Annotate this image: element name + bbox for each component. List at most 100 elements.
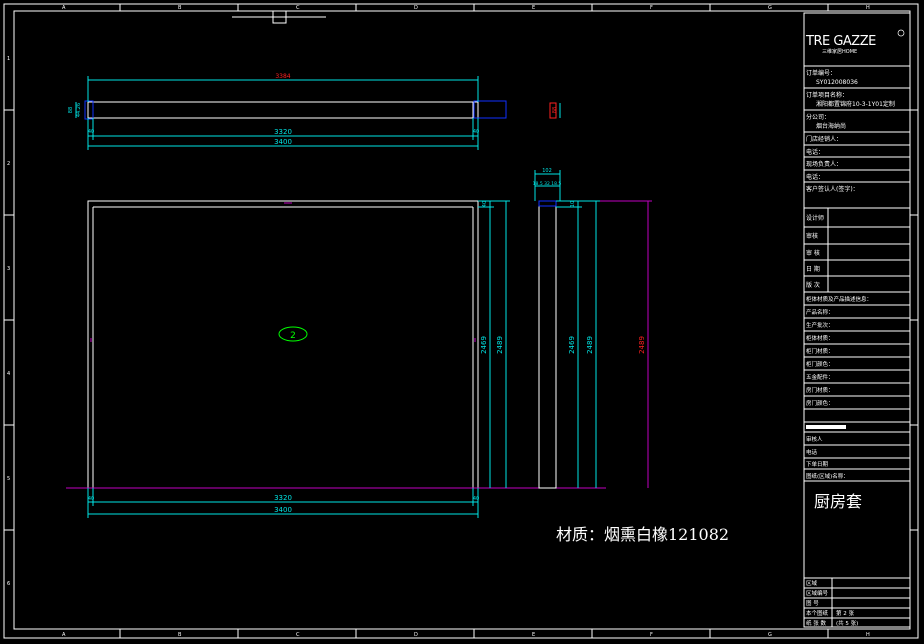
dim-top-left-end: 40 (88, 129, 94, 135)
store-phone-label: 电话： (806, 148, 824, 156)
dim-side-height-2: 2489 (586, 336, 594, 354)
part-balloon (278, 326, 308, 342)
sheet-count-value: (共 5 张) (836, 619, 858, 627)
title-info-text: 订单编号： SY012008036 订单项目名称： 湘阳都置锦府10-3-1Y0… (806, 69, 895, 193)
dim-front-height-2: 2489 (496, 336, 504, 354)
product-rows (804, 317, 910, 423)
border-letter-h-bottom: H (866, 632, 870, 638)
title-info-rows (804, 87, 910, 209)
top-view-end-cap-left (84, 100, 94, 120)
product-name-label: 产品名称： (806, 308, 834, 316)
dim-front-height-1: 2469 (480, 336, 488, 354)
border-letter-c-bottom: C (296, 632, 300, 638)
reviewer2-label: 审 核 (806, 249, 820, 257)
dim-front-top-left: 40 (482, 201, 488, 207)
border-letter-a-bottom: A (62, 632, 66, 638)
sheet-count-label: 纸 张 数 (806, 619, 826, 627)
top-view-panel (87, 101, 479, 119)
border-ticks (4, 4, 918, 638)
dim-side-top-small: 10 (570, 201, 576, 207)
border-letter-a: A (62, 5, 66, 11)
border-letter-d: D (414, 5, 418, 11)
border-letter-e-bottom: E (532, 632, 535, 638)
border-letter-e: E (532, 5, 535, 11)
room-door-material-label: 房门材质： (806, 386, 834, 394)
dim-front-bottom-right: 40 (473, 496, 479, 502)
title-stripe (806, 425, 846, 429)
order-number-label: 订单编号： (806, 69, 836, 77)
dim-top-left-height: 88 (68, 107, 74, 113)
border-numbers: 1 2 3 4 5 6 (7, 56, 10, 587)
dim-side-height-1: 2469 (568, 336, 576, 354)
sheet-index-label: 本个图纸 (806, 609, 829, 617)
border-letter-g-bottom: G (768, 632, 772, 638)
dim-top-inner-width: 3320 (274, 128, 292, 136)
border-number-6: 6 (7, 581, 10, 587)
sheet-index-value: 第 2 张 (836, 609, 854, 617)
front-view: 2 40 2469 2489 40 40 3320 3400 (66, 200, 606, 518)
drawing-name: 厨房套 (814, 492, 862, 511)
bottom-rows (804, 577, 910, 627)
company-logo-subtext: 三维家居HOME (822, 48, 857, 55)
border-number-2: 2 (7, 161, 10, 167)
border-letter-f-bottom: F (650, 632, 653, 638)
side-view: 102 18.5 32 18.5 10 2469 2489 2489 (533, 168, 652, 489)
top-view: 3384 88 44.26 88 40 40 3320 3400 (68, 73, 561, 150)
border-letter-c: C (296, 5, 300, 11)
dim-side-overall: 2489 (638, 336, 646, 354)
company-logo: TRE GAZZE 三维家居HOME (805, 29, 905, 55)
dim-top-left-height-2: 44.26 (76, 103, 82, 117)
dim-front-inner-width: 3320 (274, 494, 292, 502)
top-view-side-piece (549, 102, 557, 119)
branch-value: 烟台海纳尚 (816, 122, 846, 130)
border-letters: A B C D E F G H A B C D E F G H (62, 5, 870, 638)
designer-label: 设计师 (806, 214, 824, 222)
project-name-value: 湘阳都置锦府10-3-1Y01定制 (816, 100, 895, 108)
dim-side-top-width: 102 (542, 168, 552, 174)
reviewer-label: 审核 (806, 232, 818, 240)
border-number-5: 5 (7, 476, 10, 482)
room-door-color-label: 房门颜色： (806, 399, 834, 407)
cabinet-material-label: 柜体材质： (806, 334, 834, 342)
dim-top-side-height: 88 (552, 107, 558, 113)
date-label: 日 期 (806, 265, 820, 273)
site-phone-label: 电话： (806, 173, 824, 181)
store-dealer-label: 门店经销人： (806, 135, 842, 143)
border-letter-h: H (866, 5, 870, 11)
part-balloon-number: 2 (290, 331, 296, 341)
dim-side-top-detail: 18.5 32 18.5 (533, 181, 562, 187)
area-number-label: 区域编号 (806, 589, 829, 597)
product-header: 柜体材质及产品描述信息： (806, 295, 872, 303)
border-letter-b: B (178, 5, 182, 11)
border-letter-b-bottom: B (178, 632, 182, 638)
door-color-label: 柜门颜色： (806, 360, 834, 368)
border-number-4: 4 (7, 371, 10, 377)
customer-sign-label: 客户签认人(签字)： (806, 185, 859, 193)
order-date-label: 下单日期 (806, 460, 829, 468)
dim-top-outer-width: 3400 (274, 138, 292, 146)
product-rows-text: 产品名称： 生产批次： 柜体材质： 柜门材质： 柜门颜色： 五金配件： 房门材质… (806, 308, 834, 407)
bottom-rows-text: 区域 区域编号 图 号 本个图纸 第 2 张 纸 张 数 (共 5 张) (806, 579, 858, 627)
dim-front-outer-width: 3400 (274, 506, 292, 514)
area-label: 区域 (806, 579, 818, 587)
door-material-label: 柜门材质： (806, 347, 834, 355)
title-block: TRE GAZZE 三维家居HOME 订单编号： SY012008036 订单项… (803, 12, 911, 628)
drawing-name-label: 图纸(区域)名称： (806, 472, 849, 480)
sign-rows-text: 设计师 审核 审 核 日 期 版 次 (806, 214, 824, 289)
batch-label: 生产批次： (806, 321, 834, 329)
border-number-3: 3 (7, 266, 10, 272)
hardware-label: 五金配件： (806, 373, 834, 381)
approve-rows (804, 431, 910, 482)
top-view-end-cap-right (473, 100, 507, 119)
sign-rows (804, 208, 910, 293)
company-logo-text: TRE GAZZE (805, 34, 876, 49)
material-note: 材质：烟熏白橡121082 (556, 525, 729, 544)
border-letter-f: F (650, 5, 653, 11)
revision-label: 版 次 (806, 281, 820, 289)
approver-phone-label: 电话 (806, 448, 818, 456)
approver-label: 审核人 (806, 435, 823, 443)
top-center-mark (232, 11, 326, 24)
dim-top-right-end: 40 (473, 129, 479, 135)
